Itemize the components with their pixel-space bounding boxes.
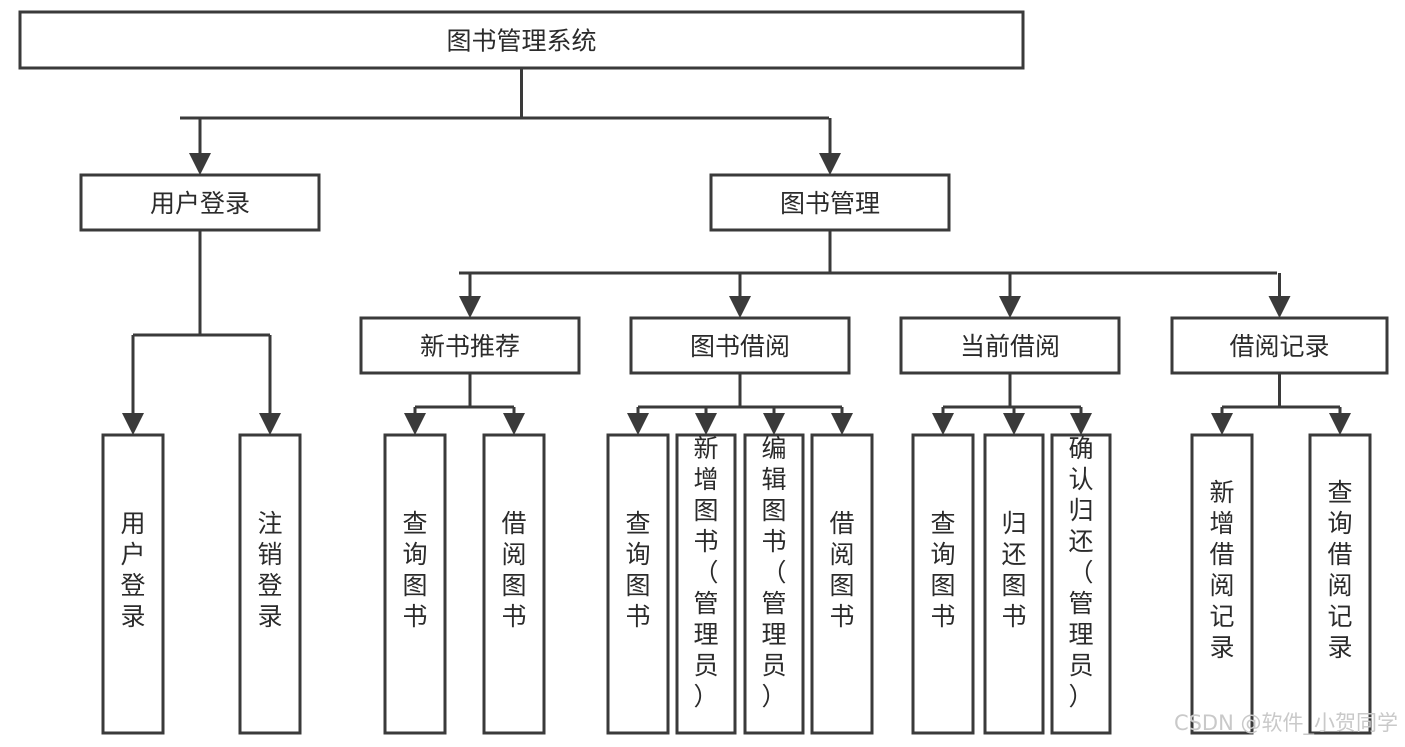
arrow-head-leaf-return-book — [1003, 413, 1025, 435]
csdn-watermark: CSDN @软件_小贺同学 — [1174, 711, 1398, 736]
node-box-leaf-user-login[interactable] — [101, 433, 165, 735]
arrow-head-leaf-query-record — [1329, 413, 1351, 435]
node-box-leaf-query-book-2[interactable] — [606, 433, 670, 735]
node-label-leaf-edit-book: 编辑图书（管理员） — [761, 434, 786, 711]
node-box-leaf-return-book[interactable] — [983, 433, 1045, 735]
node-label-leaf-query-book-1: 查询图书 — [402, 509, 427, 631]
node-leaf-borrow-book-1[interactable]: 借阅图书 — [482, 433, 546, 735]
node-book-borrow[interactable]: 图书借阅 — [629, 316, 851, 375]
arrow-head-current-borrow — [999, 296, 1021, 318]
node-box-leaf-borrow-book-2[interactable] — [810, 433, 874, 735]
node-book-management[interactable]: 图书管理 — [709, 173, 951, 232]
node-leaf-query-book-3[interactable]: 查询图书 — [911, 433, 975, 735]
node-label-new-book-recommend: 新书推荐 — [420, 332, 520, 361]
node-box-leaf-query-book-3[interactable] — [911, 433, 975, 735]
arrow-head-leaf-borrow-book-1 — [503, 413, 525, 435]
node-label-book-management: 图书管理 — [780, 189, 880, 218]
node-new-book-recommend[interactable]: 新书推荐 — [359, 316, 581, 375]
node-label-user-login: 用户登录 — [150, 189, 250, 218]
node-leaf-user-login[interactable]: 用户登录 — [101, 433, 165, 735]
node-leaf-borrow-book-2[interactable]: 借阅图书 — [810, 433, 874, 735]
node-box-leaf-confirm-return[interactable] — [1050, 433, 1112, 735]
node-label-current-borrow: 当前借阅 — [960, 332, 1060, 361]
arrow-head-leaf-query-book-1 — [404, 413, 426, 435]
node-label-leaf-add-book: 新增图书（管理员） — [693, 434, 718, 711]
node-box-leaf-add-book[interactable] — [675, 433, 737, 735]
node-leaf-confirm-return[interactable]: 确认归还（管理员） — [1050, 433, 1112, 735]
arrow-head-new-book-recommend — [459, 296, 481, 318]
node-box-leaf-query-book-1[interactable] — [383, 433, 447, 735]
arrow-head-leaf-borrow-book-2 — [831, 413, 853, 435]
node-label-leaf-return-book: 归还图书 — [1001, 509, 1026, 631]
node-label-leaf-user-login: 用户登录 — [120, 509, 145, 631]
arrow-head-leaf-user-login — [122, 413, 144, 435]
node-root[interactable]: 图书管理系统 — [18, 10, 1025, 70]
node-leaf-query-book-1[interactable]: 查询图书 — [383, 433, 447, 735]
node-label-leaf-query-book-3: 查询图书 — [930, 509, 955, 631]
node-label-leaf-confirm-return: 确认归还（管理员） — [1068, 434, 1093, 711]
arrow-head-leaf-add-book — [695, 413, 717, 435]
node-box-borrow-record[interactable] — [1170, 316, 1389, 375]
node-box-leaf-query-record[interactable] — [1308, 433, 1372, 735]
node-layer: 图书管理系统用户登录图书管理新书推荐图书借阅当前借阅借阅记录用户登录注销登录查询… — [18, 10, 1389, 735]
arrow-head-leaf-add-record — [1211, 413, 1233, 435]
arrow-head-leaf-query-book-3 — [932, 413, 954, 435]
arrow-head-leaf-confirm-return — [1070, 413, 1092, 435]
arrow-head-leaf-query-book-2 — [627, 413, 649, 435]
node-box-book-borrow[interactable] — [629, 316, 851, 375]
arrow-head-user-login — [189, 153, 211, 175]
arrow-head-book-borrow — [729, 296, 751, 318]
node-leaf-query-record[interactable]: 查询借阅记录 — [1308, 433, 1372, 735]
node-label-leaf-borrow-book-2: 借阅图书 — [829, 509, 854, 631]
node-label-book-borrow: 图书借阅 — [690, 332, 790, 361]
node-label-leaf-borrow-book-1: 借阅图书 — [501, 509, 526, 631]
node-leaf-query-book-2[interactable]: 查询图书 — [606, 433, 670, 735]
node-label-leaf-user-logout: 注销登录 — [257, 509, 282, 631]
node-box-leaf-user-logout[interactable] — [238, 433, 302, 735]
node-label-root: 图书管理系统 — [446, 27, 596, 56]
node-leaf-edit-book[interactable]: 编辑图书（管理员） — [743, 433, 805, 735]
arrow-head-book-management — [819, 153, 841, 175]
node-box-new-book-recommend[interactable] — [359, 316, 581, 375]
arrow-head-leaf-user-logout — [259, 413, 281, 435]
node-box-leaf-edit-book[interactable] — [743, 433, 805, 735]
node-box-leaf-borrow-book-1[interactable] — [482, 433, 546, 735]
node-box-current-borrow[interactable] — [899, 316, 1121, 375]
node-current-borrow[interactable]: 当前借阅 — [899, 316, 1121, 375]
node-user-login[interactable]: 用户登录 — [79, 173, 321, 232]
node-box-book-management[interactable] — [709, 173, 951, 232]
node-leaf-add-book[interactable]: 新增图书（管理员） — [675, 433, 737, 735]
arrow-head-borrow-record — [1268, 296, 1291, 318]
arrow-head-leaf-edit-book — [763, 413, 785, 435]
node-label-leaf-query-record: 查询借阅记录 — [1327, 478, 1352, 662]
node-box-user-login[interactable] — [79, 173, 321, 232]
node-label-leaf-add-record: 新增借阅记录 — [1209, 478, 1234, 662]
node-label-leaf-query-book-2: 查询图书 — [625, 509, 650, 631]
node-leaf-user-logout[interactable]: 注销登录 — [238, 433, 302, 735]
connector-layer — [122, 68, 1351, 435]
node-leaf-add-record[interactable]: 新增借阅记录 — [1190, 433, 1254, 735]
node-box-leaf-add-record[interactable] — [1190, 433, 1254, 735]
node-leaf-return-book[interactable]: 归还图书 — [983, 433, 1045, 735]
node-borrow-record[interactable]: 借阅记录 — [1170, 316, 1389, 375]
node-label-borrow-record: 借阅记录 — [1229, 332, 1329, 361]
node-box-root[interactable] — [18, 10, 1025, 70]
